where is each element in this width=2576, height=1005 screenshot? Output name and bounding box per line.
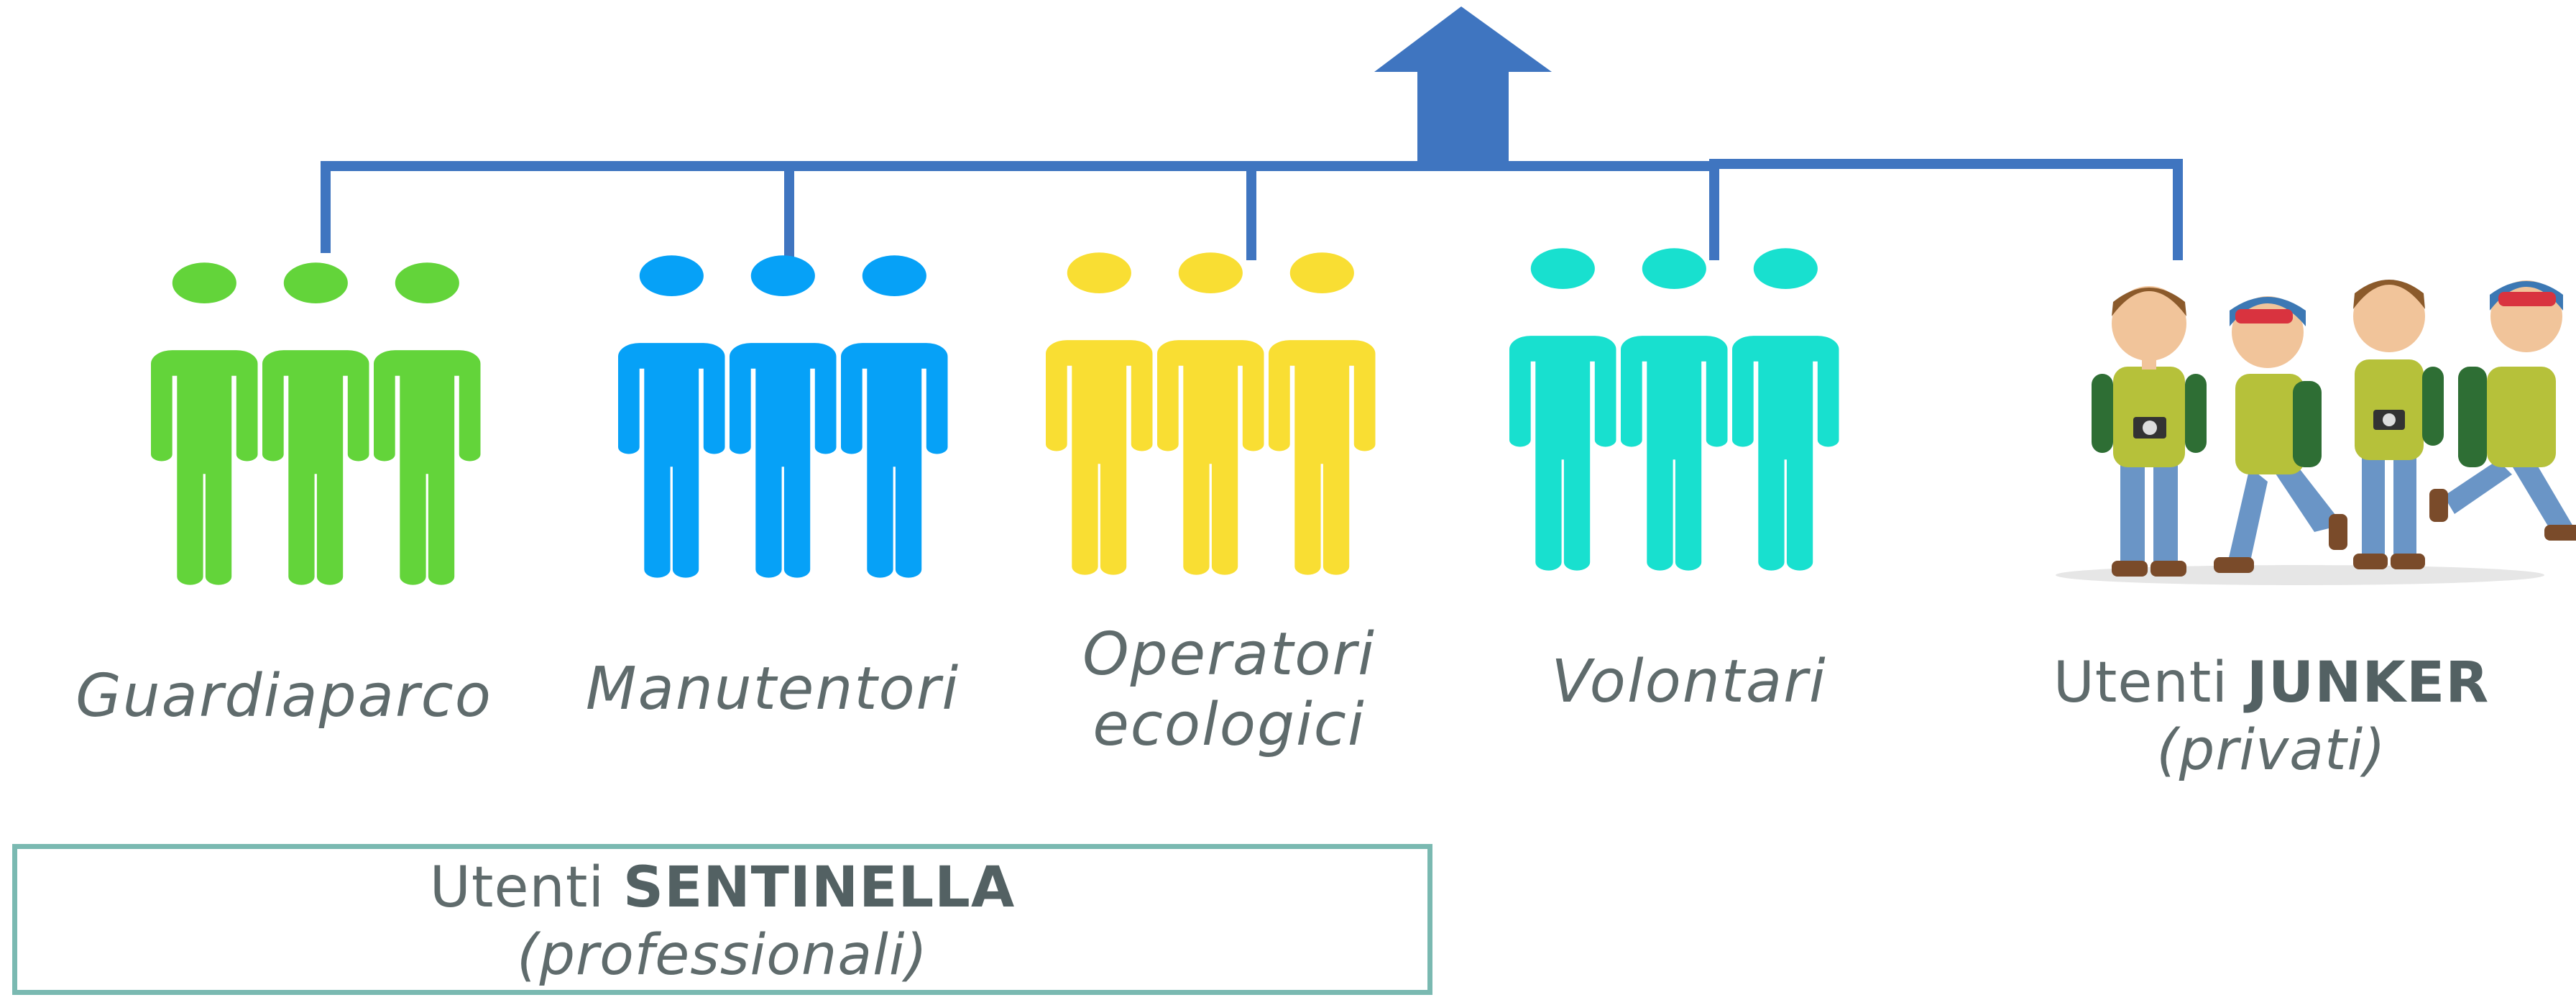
label-operatori-ecologici: Operatori ecologici — [1006, 620, 1452, 761]
hiker-3 — [2353, 280, 2444, 569]
people-group-icon-guardiaparco — [151, 262, 481, 585]
label-manutentori-text: Manutentori — [585, 655, 960, 723]
person-icon — [262, 262, 369, 585]
person-icon — [1269, 252, 1376, 575]
label-guardiaparco-text: Guardiaparco — [75, 662, 492, 730]
connector-lines — [321, 159, 2183, 260]
label-operatori-line2: ecologici — [1092, 691, 1366, 760]
hiker-1 — [2092, 286, 2207, 577]
label-utenti-junker: Utenti JUNKER (privati) — [1998, 650, 2544, 784]
sentinella-name: SENTINELLA — [622, 855, 1016, 920]
person-icon — [1157, 252, 1264, 575]
people-group-icon-volontari — [1509, 248, 1839, 571]
up-arrow-icon — [1374, 6, 1552, 166]
people-group-icon-operatori — [1046, 252, 1376, 575]
junker-prefix: Utenti — [2053, 651, 2247, 715]
hiker-4 — [2429, 280, 2576, 541]
sentinella-prefix: Utenti — [429, 855, 623, 920]
person-icon — [841, 255, 948, 578]
people-group-icon-manutentori — [618, 255, 948, 578]
person-icon — [151, 262, 258, 585]
label-guardiaparco: Guardiaparco — [50, 661, 518, 732]
person-icon — [1621, 248, 1728, 571]
person-icon — [618, 255, 725, 578]
label-operatori-line1: Operatori — [1082, 620, 1376, 689]
junker-sub: (privati) — [2156, 717, 2386, 783]
label-volontari: Volontari — [1466, 647, 1912, 717]
junker-name: JUNKER — [2246, 651, 2490, 715]
people-groups — [151, 248, 1839, 585]
label-utenti-sentinella: Utenti SENTINELLA (professionali) — [17, 855, 1427, 989]
label-manutentori: Manutentori — [546, 654, 999, 725]
person-icon — [1732, 248, 1839, 571]
hikers-illustration — [2056, 280, 2576, 585]
person-icon — [374, 262, 481, 585]
sentinella-sub: (professionali) — [517, 922, 928, 988]
person-icon — [1509, 248, 1616, 571]
person-icon — [730, 255, 837, 578]
sentinella-box: Utenti SENTINELLA (professionali) — [12, 844, 1432, 995]
person-icon — [1046, 252, 1153, 575]
label-volontari-text: Volontari — [1551, 648, 1827, 716]
hiker-2 — [2214, 296, 2347, 573]
